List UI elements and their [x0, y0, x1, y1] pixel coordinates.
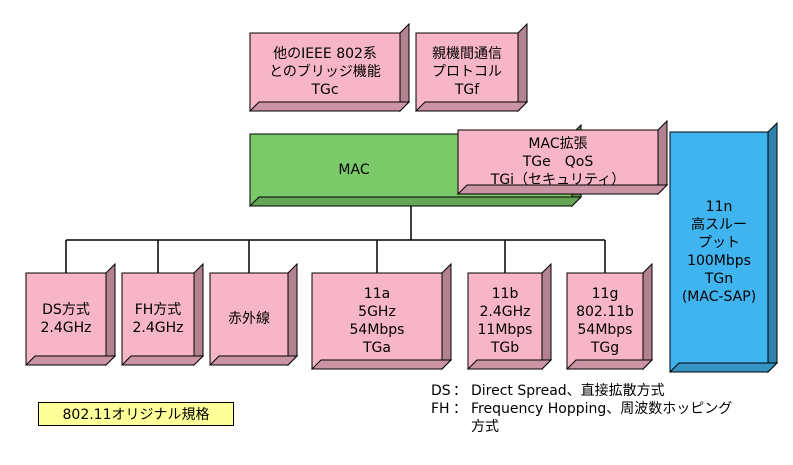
connectors	[65, 206, 606, 273]
box-mac_ext	[456, 119, 669, 196]
box-fh	[120, 262, 205, 367]
note-continuation: 方式	[471, 419, 499, 435]
note-term: FH	[431, 401, 450, 417]
abbreviation-notes: DS ： Direct Spread、直接拡散方式 FH ： Frequency…	[431, 382, 732, 436]
note-term: DS	[431, 383, 451, 399]
note-separator: ：	[453, 383, 467, 399]
note-separator: ：	[453, 401, 467, 417]
box-11a	[310, 262, 453, 371]
note-ds: DS ： Direct Spread、直接拡散方式	[431, 382, 732, 400]
box-protocol	[414, 22, 529, 113]
note-description: Direct Spread、直接拡散方式	[471, 383, 665, 399]
note-fh: FH ： Frequency Hopping、周波数ホッピング	[431, 400, 732, 418]
legend-label: 802.11オリジナル規格	[62, 407, 210, 423]
box-ds	[24, 262, 117, 367]
box-11n	[668, 121, 779, 374]
boxes	[24, 22, 779, 374]
legend-original-standard: 802.11オリジナル規格	[38, 402, 234, 426]
box-bridge	[248, 22, 411, 113]
box-11g	[565, 262, 654, 371]
box-11b	[466, 262, 553, 371]
note-description: Frequency Hopping、周波数ホッピング	[471, 401, 733, 417]
box-ir	[208, 262, 299, 367]
